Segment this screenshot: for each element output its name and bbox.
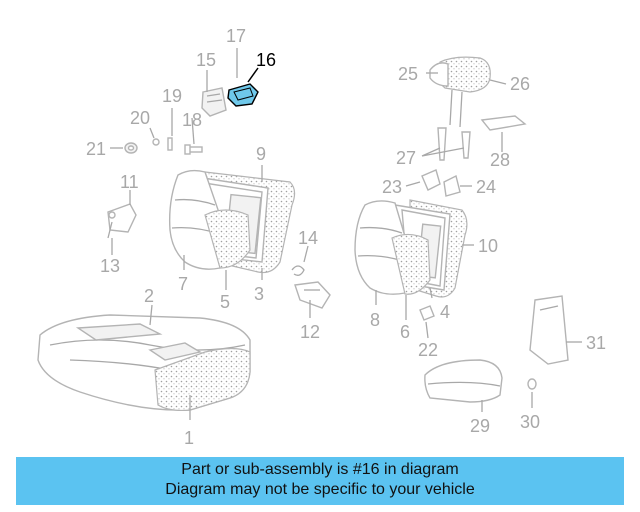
callouts: 1 2 3 4 5 6 7 8 9 10 11 12 13 14 15 16 1… <box>86 26 606 448</box>
part-19-pin <box>167 137 173 151</box>
seat-back-right <box>354 199 468 298</box>
callout-28[interactable]: 28 <box>490 150 510 170</box>
part-29-armrest <box>424 359 503 403</box>
callout-11[interactable]: 11 <box>120 172 139 192</box>
callout-19[interactable]: 19 <box>162 86 182 106</box>
callout-20[interactable]: 20 <box>130 108 150 128</box>
callout-18[interactable]: 18 <box>182 110 202 130</box>
part-16-cover <box>227 83 259 107</box>
info-banner: Part or sub-assembly is #16 in diagram D… <box>16 457 624 505</box>
banner-line-2: Diagram may not be specific to your vehi… <box>165 481 475 498</box>
part-12-hinge <box>294 281 331 309</box>
callout-25[interactable]: 25 <box>398 64 418 84</box>
callout-13[interactable]: 13 <box>100 256 120 276</box>
callout-15[interactable]: 15 <box>196 50 216 70</box>
callout-14[interactable]: 14 <box>298 228 318 248</box>
leader-lines <box>110 48 582 420</box>
part-28-bezel <box>480 115 527 131</box>
callout-12[interactable]: 12 <box>300 322 320 342</box>
callout-3[interactable]: 3 <box>254 284 264 304</box>
seat-back-left <box>168 169 296 274</box>
callout-1[interactable]: 1 <box>184 428 194 448</box>
callout-16[interactable]: 16 <box>256 50 276 70</box>
part-21-grommet <box>124 142 138 154</box>
part-30-cap <box>527 378 537 390</box>
headrest <box>429 56 491 128</box>
part-22-clip <box>419 305 435 321</box>
callout-22[interactable]: 22 <box>418 340 438 360</box>
callout-10[interactable]: 10 <box>478 236 498 256</box>
callout-17[interactable]: 17 <box>226 26 246 46</box>
part-13-bracket <box>107 203 137 239</box>
callout-24[interactable]: 24 <box>476 177 496 197</box>
part-20-clip <box>152 138 160 146</box>
callout-30[interactable]: 30 <box>520 412 540 432</box>
banner-line-1: Part or sub-assembly is #16 in diagram <box>181 461 459 478</box>
seat-cushion <box>37 314 251 412</box>
callout-6[interactable]: 6 <box>400 322 410 342</box>
callout-29[interactable]: 29 <box>470 416 490 436</box>
callout-21[interactable]: 21 <box>86 139 106 159</box>
part-18-bolt <box>184 144 203 155</box>
callout-5[interactable]: 5 <box>220 292 230 312</box>
part-23-catch <box>421 169 441 191</box>
callout-27[interactable]: 27 <box>396 148 416 168</box>
callout-2[interactable]: 2 <box>144 286 154 306</box>
callout-9[interactable]: 9 <box>256 144 266 164</box>
part-27-guides <box>437 127 471 161</box>
callout-31[interactable]: 31 <box>586 333 606 353</box>
callout-26[interactable]: 26 <box>510 74 530 94</box>
part-15-latch <box>201 87 227 117</box>
parts-diagram: 1 2 3 4 5 6 7 8 9 10 11 12 13 14 15 16 1… <box>37 26 606 448</box>
part-31-panel <box>529 295 569 365</box>
callout-23[interactable]: 23 <box>382 177 402 197</box>
part-24-catch <box>443 174 461 197</box>
callout-4[interactable]: 4 <box>440 302 450 322</box>
callout-7[interactable]: 7 <box>178 274 188 294</box>
callout-8[interactable]: 8 <box>370 310 380 330</box>
part-14-spring <box>291 265 305 276</box>
